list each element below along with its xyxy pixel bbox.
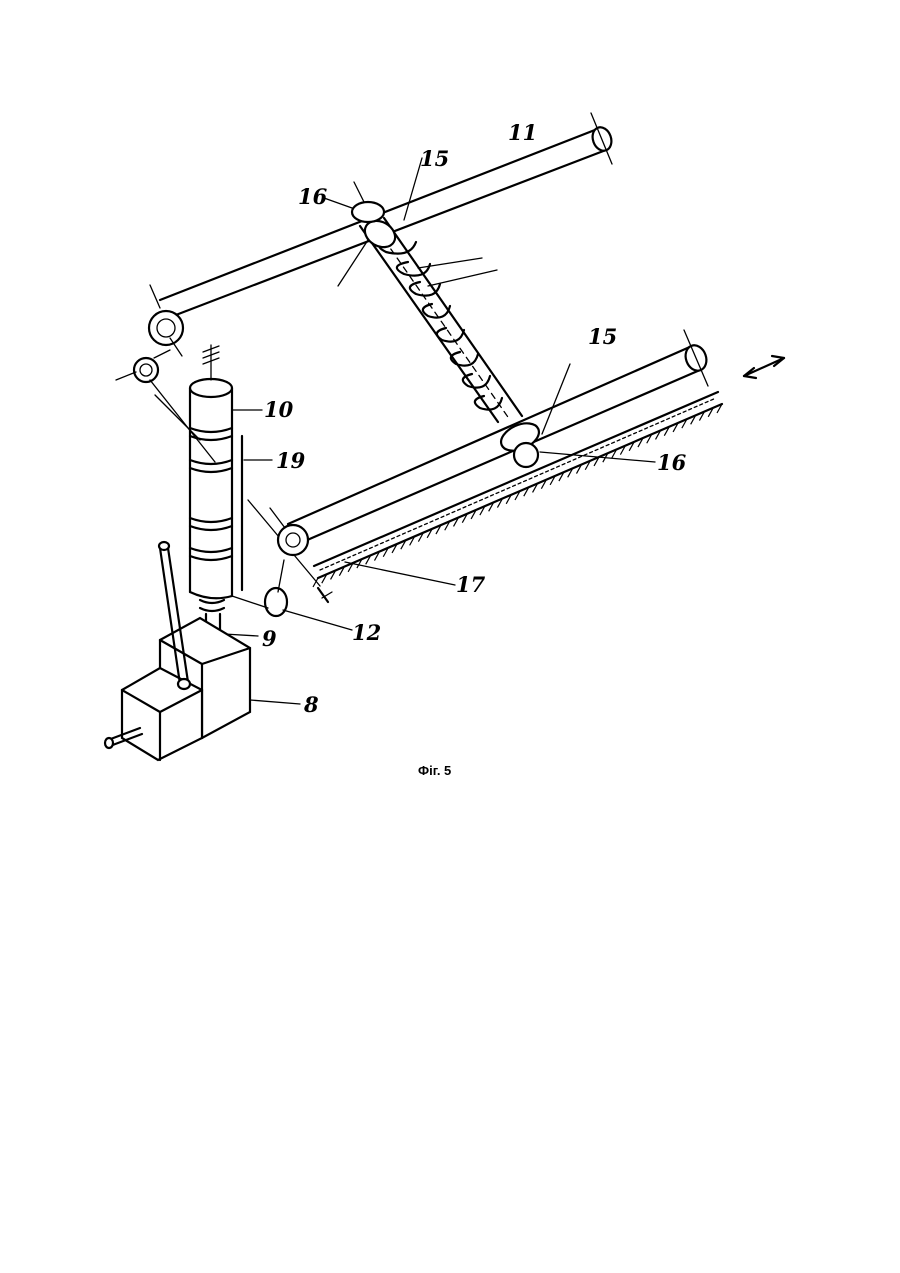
label-12: 12: [352, 620, 381, 645]
label-19: 19: [276, 448, 306, 473]
motion-arrow-icon: [744, 356, 784, 378]
toothed-rack: [313, 392, 722, 587]
lower-pulleys: [232, 508, 352, 630]
screw-shaft: [338, 216, 522, 422]
label-16-upper: 16: [298, 184, 328, 209]
label-10: 10: [264, 397, 294, 422]
drum: [150, 345, 262, 598]
upper-rail: [160, 113, 615, 318]
label-11: 11: [508, 120, 537, 145]
gearbox: [105, 542, 300, 760]
figure-caption: Фіг. 5: [418, 763, 451, 778]
label-15-lower: 15: [588, 324, 617, 349]
upper-carriage: [324, 158, 422, 222]
label-16-lower: 16: [657, 450, 687, 475]
label-9: 9: [262, 626, 277, 651]
label-8: 8: [303, 692, 319, 717]
label-15-upper: 15: [420, 146, 449, 171]
upper-left-pulleys: [116, 285, 183, 382]
label-17: 17: [456, 572, 486, 597]
